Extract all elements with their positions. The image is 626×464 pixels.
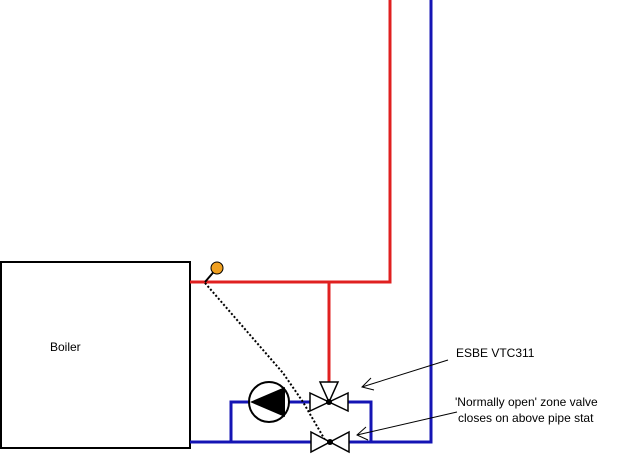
boiler-box	[0, 261, 191, 449]
zone-valve-label-line2: closes on above pipe stat	[458, 411, 594, 425]
zone-valve-arrow	[356, 411, 458, 441]
esbe-label: ESBE VTC311	[456, 346, 535, 360]
esbe-arrow	[361, 359, 449, 391]
flow-pipe	[190, 0, 392, 382]
zone-valve-label-line1: 'Normally open' zone valve	[455, 395, 598, 409]
three-way-valve-icon	[309, 381, 349, 413]
pipe-stat-icon	[204, 261, 224, 283]
return-pipe	[190, 0, 433, 444]
pump-icon	[248, 381, 290, 423]
control-wire	[204, 282, 326, 441]
zone-valve-icon	[310, 430, 350, 454]
boiler-label: Boiler	[50, 340, 81, 354]
